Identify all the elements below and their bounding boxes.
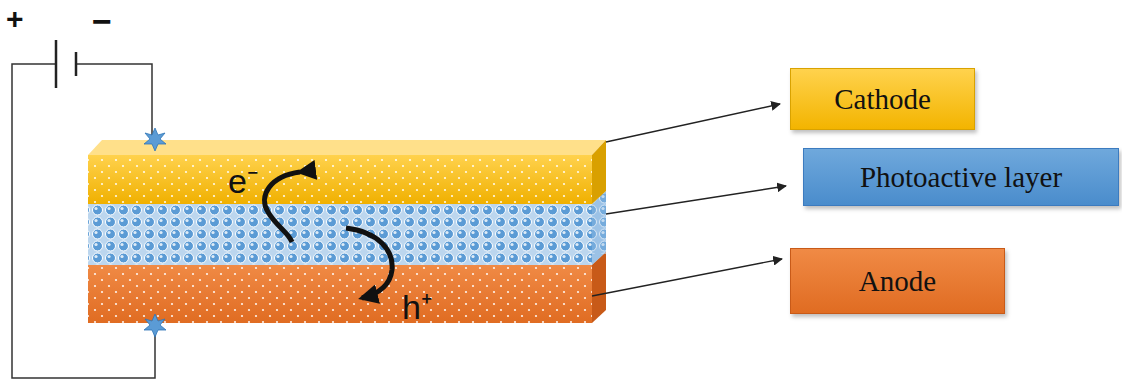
battery-plate bbox=[55, 40, 58, 88]
anode-label-box: Anode bbox=[790, 248, 1005, 314]
anode-layer bbox=[88, 265, 592, 323]
contact-point bbox=[144, 128, 166, 337]
box-text: Anode bbox=[859, 265, 936, 298]
battery-positive-sign: + bbox=[6, 4, 24, 34]
leader-arrow bbox=[592, 104, 786, 296]
cathode-top bbox=[88, 140, 606, 155]
battery-plate bbox=[75, 52, 78, 76]
hole-path-arrow bbox=[346, 228, 392, 298]
box-text: Photoactive layer bbox=[860, 161, 1062, 194]
box-text: Cathode bbox=[834, 83, 931, 116]
battery-negative-sign: − bbox=[92, 4, 112, 38]
electron-label: e⁻ bbox=[228, 164, 258, 198]
electron-path-arrow bbox=[265, 172, 300, 242]
photoactive-layer bbox=[88, 204, 592, 265]
hole-label: h⁺ bbox=[402, 290, 432, 324]
photoactive-label-box: Photoactive layer bbox=[803, 148, 1119, 206]
cathode-label-box: Cathode bbox=[790, 68, 975, 130]
cathode-layer bbox=[88, 155, 592, 204]
